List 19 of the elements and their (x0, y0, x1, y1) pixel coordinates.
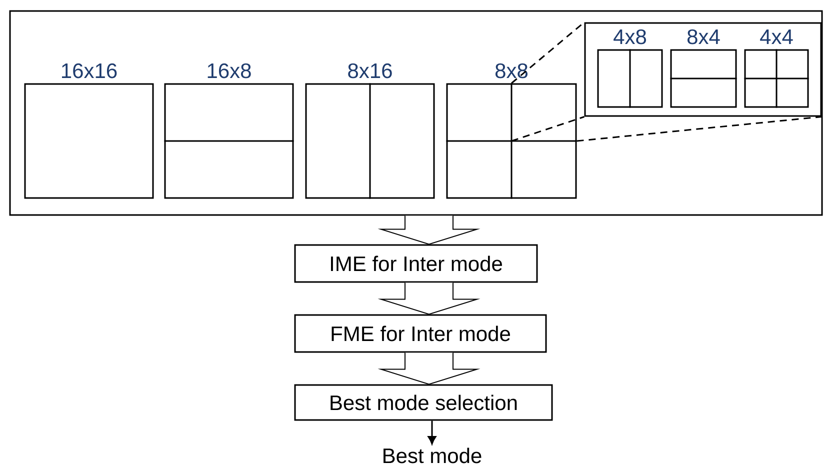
frame-box (9, 10, 823, 216)
zoom-line (576, 116, 822, 142)
block-size-label: 16x8 (208, 63, 251, 78)
output-label: Best mode (384, 448, 482, 464)
block-size-label: 4x8 (614, 29, 646, 44)
block-size-label: 8x4 (688, 29, 720, 44)
block-size-label: 16x16 (62, 63, 117, 78)
block-arrow (378, 282, 480, 315)
zoom-inset-box (584, 22, 822, 117)
process-box: IME for Inter mode (294, 244, 538, 283)
block-arrow (378, 352, 480, 385)
process-box: FME for Inter mode (294, 314, 547, 353)
block-size-label: 8x16 (348, 63, 392, 78)
arrow (428, 420, 436, 444)
zoom-line (511, 116, 584, 142)
block-size-label: 4x4 (760, 30, 793, 44)
block-arrow (378, 215, 480, 245)
process-box: Best mode selection (294, 384, 553, 421)
block-size-label: 8x8 (496, 63, 528, 78)
